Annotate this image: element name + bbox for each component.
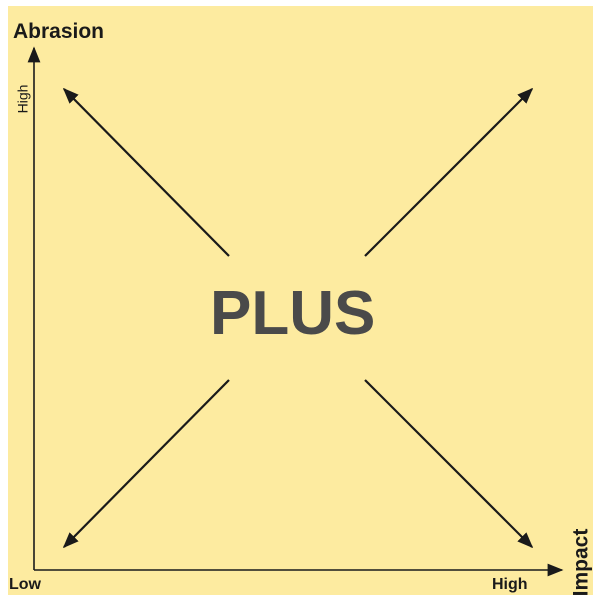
diagram-background (8, 6, 593, 595)
arrow-up-right (364, 87, 534, 257)
center-label: PLUS (210, 279, 376, 348)
x-axis-low-label: Low (9, 576, 41, 593)
x-axis-high-label: High (492, 576, 528, 593)
arrow-down-left (62, 379, 230, 549)
x-axis-title: Impact (569, 528, 593, 596)
arrow-down-right (364, 379, 534, 549)
y-axis-title: Abrasion (13, 20, 105, 43)
arrow-up-left (62, 87, 230, 257)
y-axis-high-label: High (14, 84, 31, 114)
